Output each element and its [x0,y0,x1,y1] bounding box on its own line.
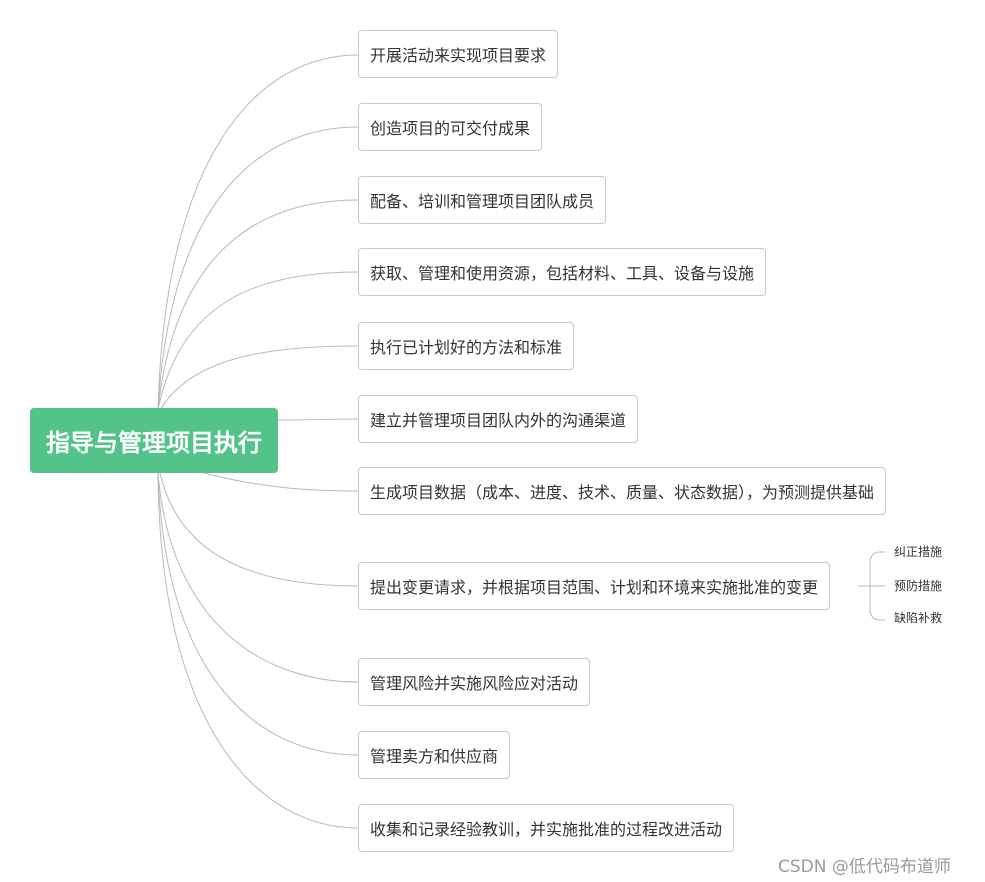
branch-node-8[interactable]: 提出变更请求，并根据项目范围、计划和环境来实施批准的变更 [358,562,831,610]
branch-node-11[interactable]: 收集和记录经验教训，并实施批准的过程改进活动 [358,804,735,852]
branch-node-9[interactable]: 管理风险并实施风险应对活动 [358,658,591,706]
connector-branch-7 [199,471,359,492]
branch-node-4[interactable]: 获取、管理和使用资源，包括材料、工具、设备与设施 [358,248,767,296]
sub-node-1[interactable]: 纠正措施 [894,545,943,559]
connector-branch-8 [159,472,359,587]
connector-branch-9 [157,472,359,683]
connector-branch-10 [157,472,359,756]
connector-branch-3 [157,199,359,411]
connector-branch-6 [277,418,359,421]
branch-node-1[interactable]: 开展活动来实现项目要求 [358,30,559,78]
branch-node-6[interactable]: 建立并管理项目团队内外的沟通渠道 [358,395,639,443]
connector-branch-11 [157,472,359,829]
connector-branch-2 [157,126,359,411]
connector-branch-1 [157,54,359,411]
watermark: CSDN @低代码布道师 [778,857,951,877]
branch-node-7[interactable]: 生成项目数据（成本、进度、技术、质量、状态数据），为预测提供基础 [358,467,887,515]
root-node[interactable]: 指导与管理项目执行 [30,408,278,473]
branch-node-5[interactable]: 执行已计划好的方法和标准 [358,322,575,370]
sub-node-3[interactable]: 缺陷补救 [894,611,943,625]
connector-branch-5 [159,345,359,411]
branch-node-10[interactable]: 管理卖方和供应商 [358,731,511,779]
connector-branch-4 [157,271,359,411]
branch-node-2[interactable]: 创造项目的可交付成果 [358,103,543,151]
sub-node-2[interactable]: 预防措施 [894,579,943,593]
connector-sub-top [869,551,881,621]
branch-node-3[interactable]: 配备、培训和管理项目团队成员 [358,176,607,224]
